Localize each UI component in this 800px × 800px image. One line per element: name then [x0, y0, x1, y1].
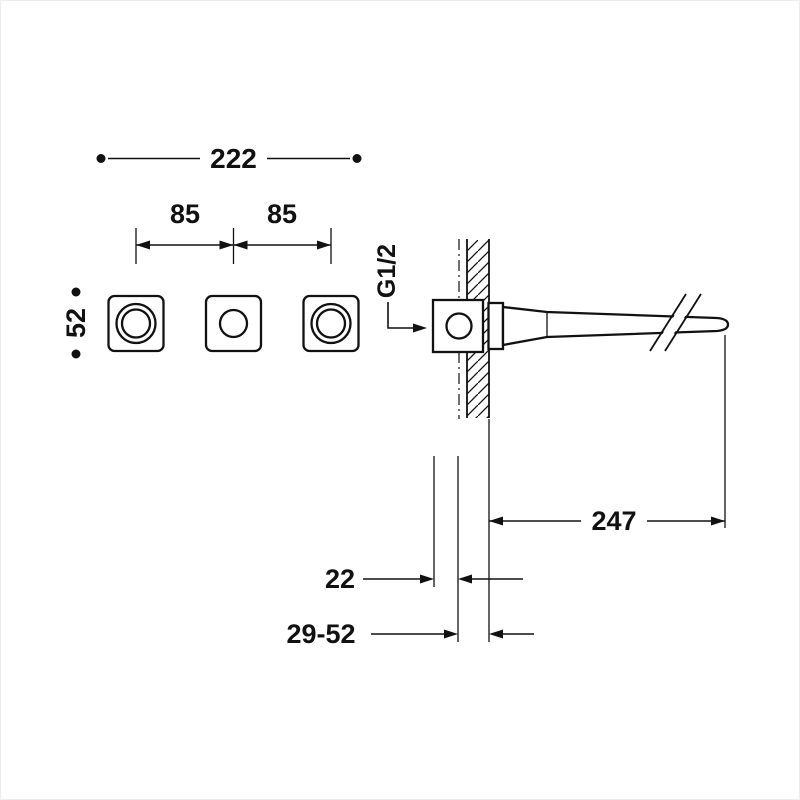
arrowhead	[136, 240, 150, 250]
arrowhead	[489, 629, 503, 639]
dim-222-label: 222	[210, 143, 257, 174]
arrowhead	[317, 240, 331, 250]
dim-endpoint-dot-left	[96, 154, 106, 163]
dim-endpoint-dot-top	[71, 287, 81, 297]
dim-29-52-label: 29-52	[286, 619, 355, 649]
dim-52-label: 52	[61, 308, 91, 338]
dim-247: 247	[489, 506, 725, 536]
dim-22-label: 22	[325, 564, 355, 594]
inlet-circle	[445, 312, 473, 340]
dim-247-label: 247	[591, 506, 636, 536]
dim-52: 52	[61, 287, 91, 359]
plate-center	[204, 294, 263, 353]
arrowhead	[233, 240, 248, 250]
spout	[501, 305, 730, 347]
dim-222: 222	[96, 143, 362, 174]
handle-right-outer	[310, 302, 352, 345]
dim-endpoint-dot-bottom	[71, 349, 81, 359]
side-view: G1/2 247 22	[286, 239, 730, 649]
arrowhead	[219, 240, 234, 250]
escutcheon	[487, 301, 505, 351]
arrowhead	[711, 516, 725, 526]
arrowhead	[489, 516, 503, 526]
concealed-body	[431, 298, 485, 354]
handle-left-inner	[120, 308, 152, 339]
dim-85-85: 85 85	[135, 199, 332, 264]
break-mask	[652, 295, 699, 350]
break-mark-left	[649, 293, 687, 352]
front-view: 222 85 85 52	[61, 143, 362, 359]
dim-85-right-label: 85	[267, 199, 297, 229]
dim-85-left-label: 85	[170, 199, 200, 229]
handle-left-outer	[115, 302, 157, 345]
arrowhead	[458, 574, 472, 584]
arrowhead	[420, 574, 434, 584]
g12-callout: G1/2	[373, 244, 427, 333]
arrowhead	[444, 629, 458, 639]
break-mark-right	[664, 293, 702, 352]
spout-center-circle	[218, 308, 249, 339]
dim-22: 22	[325, 564, 523, 594]
dim-endpoint-dot-right	[352, 154, 362, 163]
handle-right-inner	[315, 308, 347, 339]
g12-arrow	[413, 323, 427, 333]
dim-29-52: 29-52	[286, 619, 534, 649]
g12-label: G1/2	[373, 244, 401, 298]
g12-leader	[387, 302, 413, 329]
